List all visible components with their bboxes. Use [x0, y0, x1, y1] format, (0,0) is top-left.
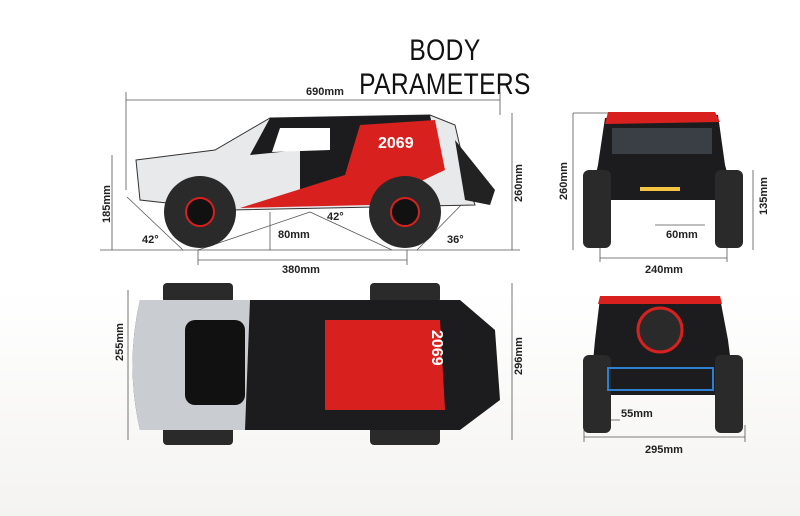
top-view-car: 2069	[132, 283, 500, 445]
departure-angle-label: 36°	[447, 234, 464, 246]
top-width-label: 255mm	[113, 323, 126, 361]
approach-angle-label: 42°	[142, 234, 159, 246]
front-width-label: 240mm	[645, 264, 683, 276]
bumper-height-label: 135mm	[757, 177, 770, 215]
svg-text:2069: 2069	[378, 135, 414, 152]
side-front-height-label: 185mm	[100, 185, 113, 223]
top-overall-width-label: 296mm	[512, 337, 525, 375]
rear-clearance-label: 55mm	[621, 408, 653, 420]
side-view-car: 2069	[135, 114, 495, 248]
front-height-label: 260mm	[557, 162, 570, 200]
page-title: BODY PARAMETERS	[359, 34, 531, 101]
rear-view-car	[583, 296, 743, 433]
breakover-angle-label: 42°	[327, 211, 344, 223]
side-height-label: 260mm	[512, 164, 525, 202]
ground-clearance-label: 80mm	[278, 229, 310, 241]
front-view-car	[583, 112, 743, 248]
wheelbase-label: 380mm	[282, 264, 320, 276]
side-length-label: 690mm	[306, 86, 344, 98]
svg-text:2069: 2069	[428, 330, 445, 366]
front-clearance-label: 60mm	[666, 229, 698, 241]
rear-width-label: 295mm	[645, 444, 683, 456]
